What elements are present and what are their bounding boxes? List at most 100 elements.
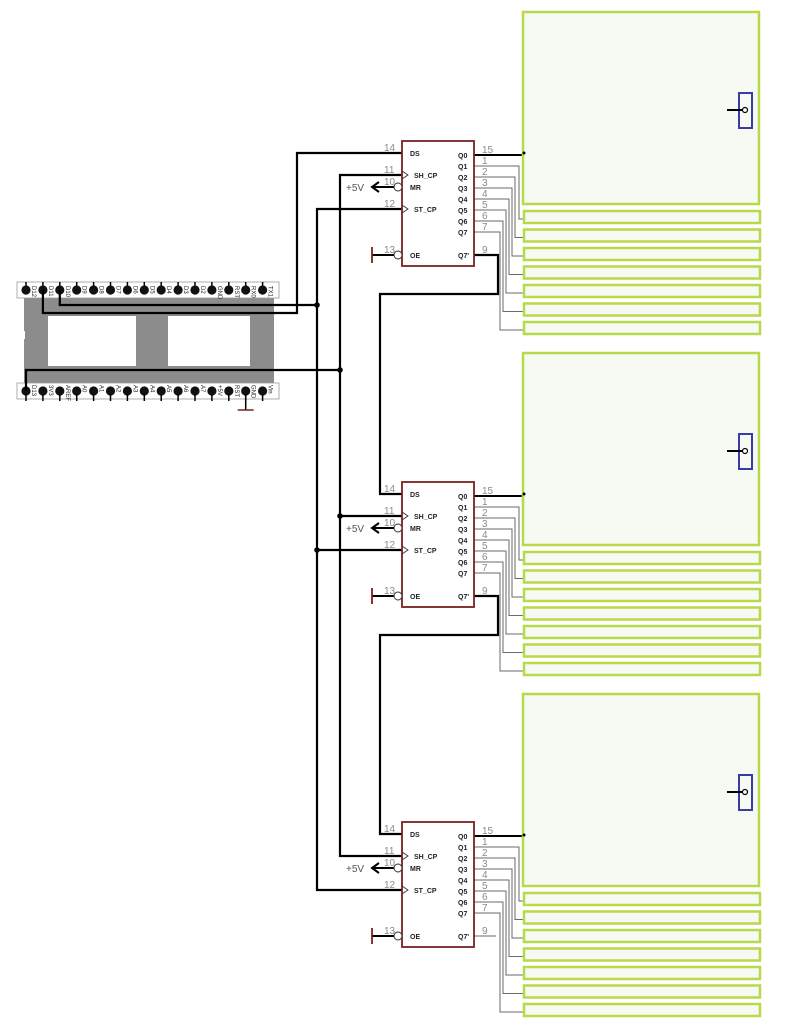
pin-label-mr: MR xyxy=(410,526,421,533)
clock-triangle xyxy=(401,204,409,214)
segment-wire-q6 xyxy=(474,561,524,653)
pin-label: 3V3 xyxy=(47,385,53,396)
pin-number: 5 xyxy=(482,881,488,892)
pin-label: A5 xyxy=(165,385,171,393)
display-2 xyxy=(521,351,762,677)
segment-bar xyxy=(522,984,762,999)
segment-bar xyxy=(522,265,762,280)
pin-number: 7 xyxy=(482,903,488,914)
header-pin-a3 xyxy=(122,386,132,396)
segment-wire-q7 xyxy=(474,231,524,331)
segment-wire-q4 xyxy=(474,879,524,957)
data-wire-d11 xyxy=(41,151,402,315)
board-cutout xyxy=(168,316,250,366)
display-main-pad xyxy=(521,10,761,206)
pin-label-q2: Q2 xyxy=(458,175,467,182)
pin-label: D9 xyxy=(81,286,87,294)
daisy-chain-wire xyxy=(378,594,500,836)
pin-number: 7 xyxy=(482,563,488,574)
pin-number: 4 xyxy=(482,870,488,881)
q0-connection-dot xyxy=(522,492,526,496)
pin-number: 10 xyxy=(384,858,396,869)
pin-number: 5 xyxy=(482,200,488,211)
power-arrow xyxy=(370,862,380,874)
pin-number: 9 xyxy=(482,926,488,937)
pin-label-q0: Q0 xyxy=(458,153,467,160)
seven-segment-displays xyxy=(521,10,762,1018)
pin-label: D13 xyxy=(30,385,36,397)
inverter-bubble xyxy=(393,591,403,601)
segment-bar xyxy=(522,587,762,603)
segment-wire-q7 xyxy=(474,912,524,1013)
header-pin-aref xyxy=(55,386,65,396)
pin-number: 9 xyxy=(482,245,488,256)
inverter-bubble xyxy=(393,182,403,192)
pin-number: 11 xyxy=(384,506,395,517)
inverter-bubble xyxy=(393,523,403,533)
pin-label: RST xyxy=(233,286,239,298)
pin-label-ds: DS xyxy=(410,832,420,839)
segment-wire-q1 xyxy=(474,165,524,220)
pin-label: D10 xyxy=(64,286,70,298)
pin-number: 15 xyxy=(482,145,494,156)
pin-number: 1 xyxy=(482,837,488,848)
pin-label-q3: Q3 xyxy=(458,186,467,193)
pin-number: 3 xyxy=(482,859,488,870)
segment-bar xyxy=(522,569,762,584)
pin-label: TX1 xyxy=(267,286,273,298)
pin-number: 15 xyxy=(482,486,494,497)
segment-bar xyxy=(522,246,762,262)
shift-register-2: DS14SH_CP11MR10ST_CP12OE13Q015Q11Q22Q33Q… xyxy=(384,481,494,608)
pin-label-q7': Q7' xyxy=(458,934,469,941)
clock-wire-d13 xyxy=(24,368,340,391)
latch-wire-d10 xyxy=(58,290,317,307)
inverter-bubble xyxy=(393,863,403,873)
pin-label-q5: Q5 xyxy=(458,889,467,896)
shift-register-3: DS14SH_CP11MR10ST_CP12OE13Q015Q11Q22Q33Q… xyxy=(384,821,494,948)
pin-label-sh_cp: SH_CP xyxy=(414,854,438,861)
pin-label: D2 xyxy=(199,286,205,294)
pin-label: A1 xyxy=(98,385,104,393)
pin-label-q1: Q1 xyxy=(458,505,467,512)
pin-label-mr: MR xyxy=(410,185,421,192)
pin-label-q7': Q7' xyxy=(458,253,469,260)
header-pin-a7 xyxy=(190,386,200,396)
daisy-chain-wire xyxy=(378,253,500,496)
segment-bar xyxy=(522,661,762,677)
clock-triangle xyxy=(401,545,409,555)
pin-label: A6 xyxy=(182,385,188,393)
pin-label-st_cp: ST_CP xyxy=(414,207,437,214)
chip-body xyxy=(401,140,475,267)
segment-bar xyxy=(522,891,762,907)
pin-number: 1 xyxy=(482,156,488,167)
pin-label-q7': Q7' xyxy=(458,594,469,601)
shift-registers: DS14SH_CP11MR10ST_CP12OE13Q015Q11Q22Q33Q… xyxy=(384,140,494,948)
header-pin-a2 xyxy=(105,386,116,396)
inverter-bubble xyxy=(393,931,403,941)
display-main-pad xyxy=(521,692,761,888)
display-3 xyxy=(521,692,762,1018)
pin-label: A2 xyxy=(115,385,121,393)
pin-number: 4 xyxy=(482,530,488,541)
pin-number: 6 xyxy=(482,892,488,903)
header-pin-gnd xyxy=(207,285,217,295)
pin-label-q0: Q0 xyxy=(458,494,467,501)
pin-label-oe: OE xyxy=(410,934,420,941)
pin-number: 2 xyxy=(482,848,488,859)
pin-label-st_cp: ST_CP xyxy=(414,548,437,555)
pin-label: A4 xyxy=(148,385,154,393)
power-label: +5V xyxy=(346,864,364,875)
pin-number: 13 xyxy=(384,586,396,597)
pin-number: 6 xyxy=(482,211,488,222)
pin-label-q6: Q6 xyxy=(458,900,467,907)
segment-wire-q4 xyxy=(474,539,524,616)
header-pin-+5v xyxy=(207,386,217,396)
q0-connection-dot xyxy=(522,151,526,155)
pin-label-oe: OE xyxy=(410,253,420,260)
clock-triangle xyxy=(401,885,409,895)
pin-label: AREF xyxy=(64,385,70,401)
header-pin-d4 xyxy=(156,285,166,295)
header-pin-d9 xyxy=(72,285,82,295)
segment-bar xyxy=(522,1002,762,1018)
segment-wire-q3 xyxy=(474,187,524,257)
